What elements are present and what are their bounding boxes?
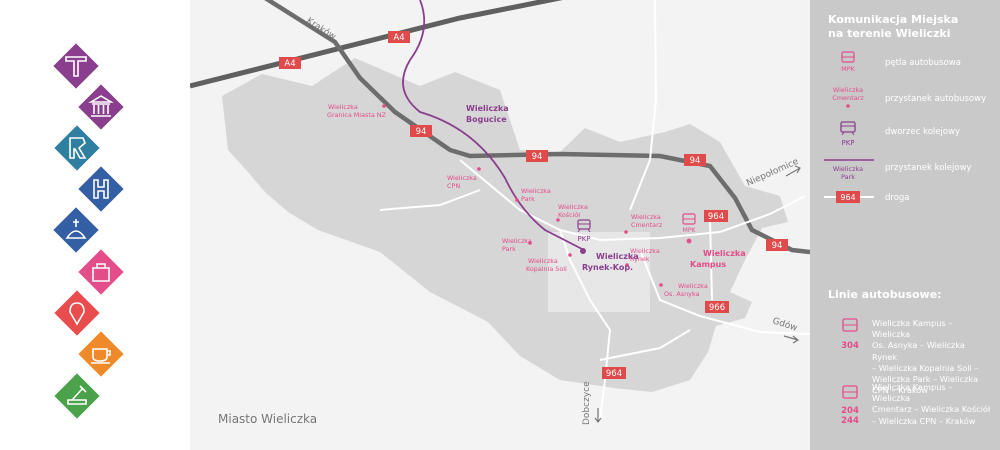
line-304-route: Wieliczka Kampus – Wieliczka Os. Asnyka …: [872, 318, 992, 396]
city-map[interactable]: A4 A4 94 94 94 94 964 966 964 Kraków Nie…: [190, 0, 810, 450]
poi-category-6-icon[interactable]: [78, 249, 124, 295]
legend-station-text: dworzec kolejowy: [885, 127, 960, 137]
road-badge-94-c: 94: [690, 156, 701, 166]
direction-gdow: Gdów: [771, 315, 799, 333]
road-badges: A4 A4 94 94 94 94 964 966 964: [279, 31, 788, 379]
major-bogucice-label-1: Wieliczka: [466, 104, 509, 113]
legend-stop-text: przystanek autobusowy: [885, 94, 986, 104]
line-304-route-row: Wieliczka Kampus – Wieliczka: [872, 318, 953, 340]
line-304-route-row: CPN – Kraków: [872, 385, 928, 396]
stop-kopalnia-label-1: Wieliczka: [528, 257, 558, 265]
stop-rynek-label-2: Rynek: [630, 255, 650, 263]
legend-rail-label-2: Park: [841, 173, 855, 181]
legend-panel: Komunikacja Miejska na terenie Wieliczki…: [810, 0, 1000, 450]
legend-line-badges: 304 204 244: [841, 318, 859, 426]
road-94: [264, 0, 810, 255]
line-304-route-row: – Wieliczka Kopalnia Soli –: [872, 362, 979, 373]
category-sidebar: [0, 0, 190, 450]
city-center-area: [548, 232, 650, 312]
stop-park2-label-2: Park: [502, 245, 516, 253]
direction-arrows: [594, 165, 801, 423]
poi-category-9-icon[interactable]: [54, 373, 100, 419]
poi-category-8-icon[interactable]: [78, 331, 124, 377]
line-204-244-route-row: – Wieliczka CPN – Kraków: [872, 415, 976, 426]
map-area-label: Miasto Wieliczka: [218, 412, 317, 426]
major-bogucice-label-2: Bogucice: [466, 115, 507, 124]
major-stops: Wieliczka Bogucice Wieliczka Rynek-Kop. …: [466, 104, 746, 272]
poi-category-7-icon[interactable]: [54, 290, 100, 336]
road-badge-94-a: 94: [416, 127, 427, 137]
road-badge-966: 966: [709, 303, 725, 313]
line-204-244-route: Wieliczka Kampus – Wieliczka Cmentarz – …: [872, 382, 992, 427]
legend-title-2: na terenie Wieliczki: [828, 27, 951, 40]
legend-bus-loop-icon: MPK: [841, 51, 856, 73]
poi-category-1-icon[interactable]: [53, 43, 99, 89]
stop-cmentarz-label-1: Wieliczka: [631, 213, 661, 221]
poi-category-4-icon[interactable]: [78, 166, 124, 212]
poi-category-2-icon[interactable]: [78, 84, 124, 130]
direction-dobczyce: Dobczyce: [582, 381, 592, 425]
legend-station-icon: PKP: [840, 121, 856, 147]
road-badge-94-d: 94: [772, 241, 783, 251]
mpk-label: MPK: [683, 227, 697, 234]
legend-rail-text: przystanek kolejowy: [885, 163, 972, 173]
legend-title-1: Komunikacja Miejska: [828, 13, 959, 26]
stop-asnyka-label-1: Wieliczka: [678, 282, 708, 290]
line-304-route-row: Os. Asnyka – Wieliczka Rynek: [872, 340, 965, 362]
stop-asnyka-label-2: Os. Asnyka: [664, 290, 700, 298]
line-304-route-row: Wieliczka Park – Wieliczka: [872, 374, 978, 385]
poi-category-3-icon[interactable]: [54, 125, 100, 171]
road-badge-a4-left: A4: [284, 59, 295, 69]
road-badge-964-a: 964: [708, 212, 724, 222]
legend-stop-label-1: Wieliczka: [833, 86, 863, 94]
legend-road-badge: 964: [840, 193, 855, 202]
direction-krakow: Kraków: [304, 15, 338, 42]
category-icons: [53, 43, 124, 419]
bus-stops: Wieliczka Granica Miasta NZ Wieliczka CP…: [327, 103, 708, 298]
stop-park2-label-1: Wieliczka: [502, 237, 532, 245]
stop-cpn-label-1: Wieliczka: [447, 174, 477, 182]
legend-stop-label-2: Cmentarz: [832, 94, 864, 102]
legend-road-text: droga: [885, 193, 910, 203]
line-204-244-route-row: Wieliczka Kampus – Wieliczka: [872, 382, 953, 404]
line-304-number: 304: [841, 341, 859, 351]
major-rynekkop-label-1: Wieliczka: [596, 252, 639, 261]
stop-granica-label-1: Wieliczka: [328, 103, 358, 111]
stop-granica-label-2: Granica Miasta NZ: [327, 111, 387, 119]
line-204-244-bus-icon: [842, 385, 858, 399]
road-badge-94-b: 94: [532, 152, 543, 162]
road-badge-964-b: 964: [606, 369, 622, 379]
road-badge-a4-top: A4: [393, 33, 404, 43]
major-kampus-label-1: Wieliczka: [703, 249, 746, 258]
stop-kosciol-label-1: Wieliczka: [558, 203, 588, 211]
stop-rynek-label-1: Wieliczka: [630, 247, 660, 255]
line-304-bus-icon: [842, 318, 858, 332]
map-canvas: A4 A4 94 94 94 94 964 966 964 Kraków Nie…: [190, 0, 810, 426]
line-204-number: 204: [841, 406, 859, 416]
legend-rail-label-1: Wieliczka: [833, 165, 863, 173]
line-204-244-route-row: Cmentarz – Wieliczka Kościół: [872, 404, 991, 415]
stop-park-label-1: Wieliczka: [521, 187, 551, 195]
legend-symbols: MPK pętla autobusowa Wieliczka Cmentarz …: [824, 51, 986, 203]
legend-station-badge: PKP: [841, 139, 854, 147]
legend-lines-title: Linie autobusowe:: [828, 288, 942, 301]
stop-kosciol-label-2: Kościół: [558, 211, 580, 219]
legend-stop-dot: [846, 104, 850, 108]
poi-category-5-icon[interactable]: [53, 207, 99, 253]
stop-cmentarz-label-2: Cmentarz: [631, 221, 663, 229]
stop-kopalnia-label-2: Kopalnia Soli: [526, 265, 567, 273]
stop-cpn-label-2: CPN: [447, 182, 460, 190]
legend-loop-badge: MPK: [841, 65, 856, 73]
major-kampus-label-2: Kampus: [690, 260, 726, 269]
pkp-station-icon[interactable]: PKP: [577, 219, 591, 243]
major-rynekkop-label-2: Rynek-Kop.: [582, 263, 633, 272]
line-244-number: 244: [841, 416, 859, 426]
pkp-label: PKP: [577, 235, 590, 243]
legend-loop-text: pętla autobusowa: [885, 58, 961, 68]
mpk-loop-icon[interactable]: MPK: [682, 213, 697, 234]
stop-park-label-2: Park: [521, 195, 535, 203]
